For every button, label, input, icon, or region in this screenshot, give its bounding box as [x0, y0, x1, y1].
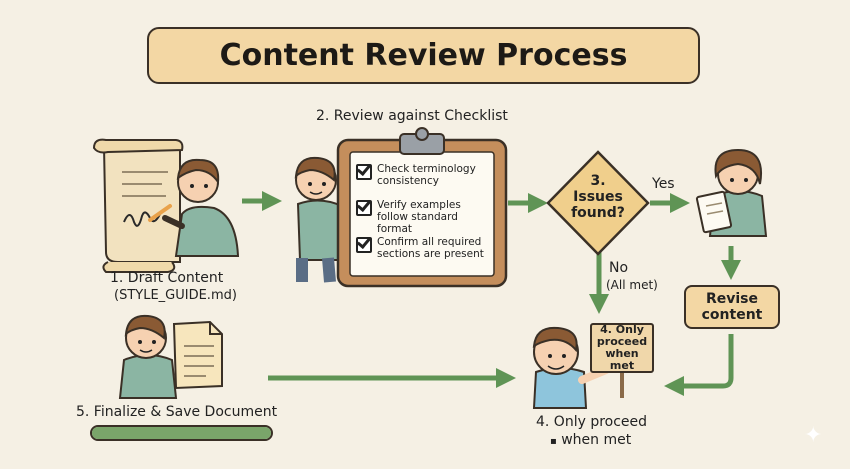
- checkbox-checked-icon: [356, 237, 372, 253]
- finalize-person: [118, 314, 178, 399]
- document-icon: [172, 320, 223, 390]
- clipboard-icon: [336, 127, 508, 288]
- scroll-icon: [92, 138, 184, 273]
- yes-label: Yes: [652, 176, 675, 192]
- review-step-label: 2. Review against Checklist: [316, 108, 508, 124]
- sparkle-icon: ✦: [804, 423, 823, 448]
- no-note-label: (All met): [606, 278, 658, 292]
- proceed-step-label-line2: ▪ when met: [550, 432, 631, 448]
- checklist-text: Check terminology consistency: [377, 163, 476, 187]
- no-label: No: [609, 260, 629, 276]
- draft-step-label: 1. Draft Content: [110, 270, 224, 286]
- notepad-icon: [695, 190, 733, 234]
- checklist-item-3: Confirm all required sections are presen…: [356, 236, 491, 260]
- proceed-step-label-text: when met: [561, 432, 632, 448]
- decision-diamond: [546, 150, 650, 256]
- checklist-text: Verify examples follow standard format: [377, 199, 461, 235]
- checkbox-checked-icon: [356, 164, 372, 180]
- proceed-sign: 4. Only proceed when met: [590, 323, 654, 373]
- progress-fill: [92, 427, 271, 439]
- checklist-item-1: Check terminology consistency: [356, 163, 491, 187]
- revise-content-box: Revise content: [684, 285, 780, 329]
- proceed-step-label: 4. Only proceed: [536, 414, 648, 430]
- finalize-progress-bar: [90, 425, 273, 441]
- checklist-item-2: Verify examples follow standard format: [356, 199, 491, 235]
- proceed-person: [532, 326, 624, 409]
- arrow-revise-to-proceed: [664, 334, 734, 396]
- reviewer-person: [294, 156, 346, 283]
- writer-person: [148, 158, 240, 257]
- checklist-text: Confirm all required sections are presen…: [377, 236, 484, 260]
- page-title: Content Review Process: [147, 27, 700, 84]
- draft-file-label: (STYLE_GUIDE.md): [114, 288, 237, 303]
- decision-label: 3. Issues found?: [571, 173, 625, 221]
- finalize-step-label: 5. Finalize & Save Document: [76, 404, 278, 420]
- checkbox-checked-icon: [356, 200, 372, 216]
- bullet-icon: ▪: [550, 436, 557, 447]
